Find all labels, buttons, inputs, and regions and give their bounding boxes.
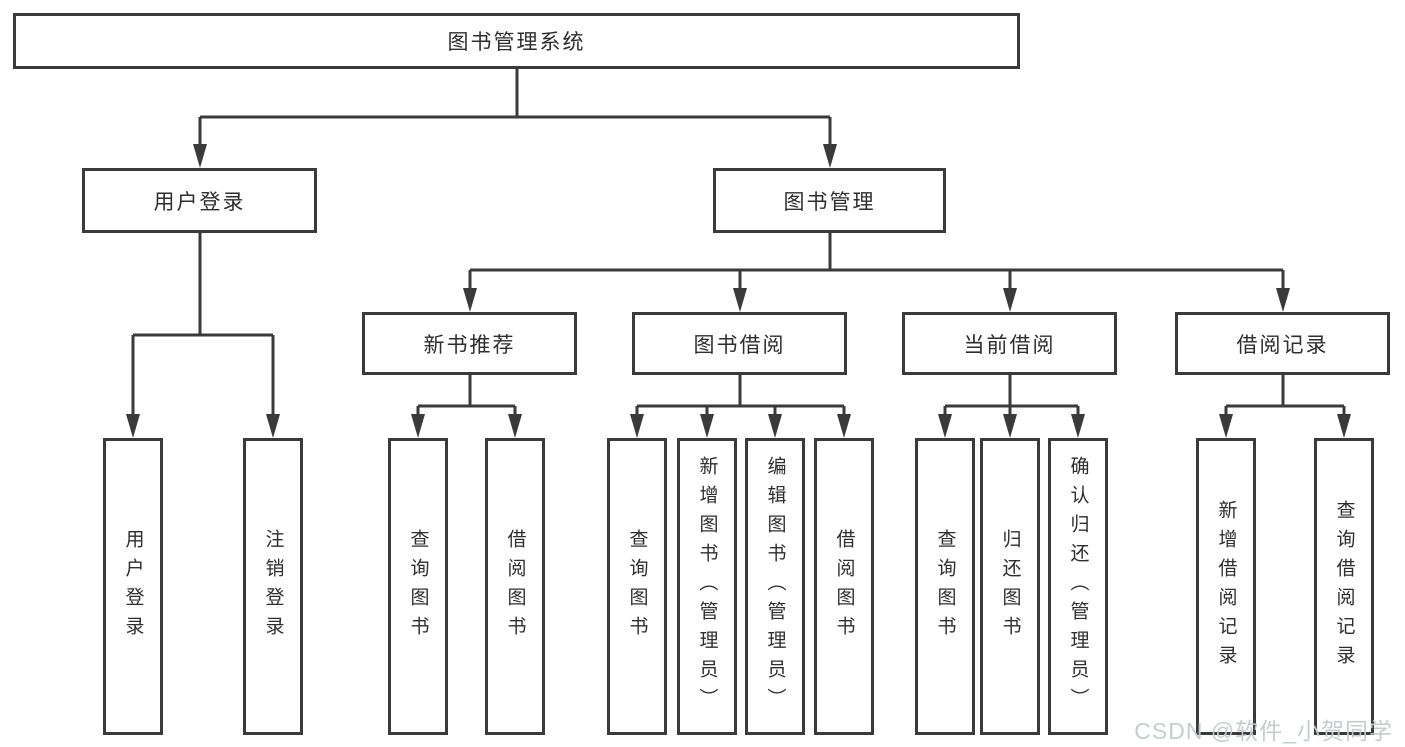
leaf-logout: 注销登录 bbox=[243, 438, 303, 735]
leaf-return-books: 归还图书 bbox=[980, 438, 1040, 735]
node-label: 图书管理系统 bbox=[447, 31, 586, 54]
leaf-borrow-books: 借阅图书 bbox=[814, 438, 874, 735]
node-book-borrowing: 图书借阅 bbox=[632, 312, 847, 375]
leaf-query-books-current: 查询图书 bbox=[915, 438, 975, 735]
node-label: 新书推荐 bbox=[423, 333, 516, 357]
leaf-label: 编辑图书（管理员） bbox=[764, 456, 786, 717]
node-label: 图书借阅 bbox=[693, 333, 786, 357]
leaf-confirm-return-admin: 确认归还（管理员） bbox=[1048, 438, 1108, 735]
leaf-label: 归还图书 bbox=[999, 528, 1021, 645]
leaf-label: 借阅图书 bbox=[833, 528, 855, 645]
leaf-label: 新增借阅记录 bbox=[1215, 499, 1237, 674]
leaf-add-borrow-record: 新增借阅记录 bbox=[1196, 438, 1256, 735]
leaf-edit-books-admin: 编辑图书（管理员） bbox=[745, 438, 805, 735]
csdn-watermark: CSDN @软件_小贺同学 bbox=[1134, 718, 1393, 744]
arrowheads bbox=[126, 144, 1351, 438]
leaf-label: 借阅图书 bbox=[504, 528, 526, 645]
node-borrowing-records: 借阅记录 bbox=[1175, 312, 1390, 375]
node-user-login: 用户登录 bbox=[82, 168, 317, 233]
connector-paths bbox=[131, 68, 1346, 416]
leaf-label: 注销登录 bbox=[262, 528, 284, 645]
leaf-user-login: 用户登录 bbox=[103, 438, 163, 735]
node-library-management-system: 图书管理系统 bbox=[13, 13, 1020, 69]
node-label: 图书管理 bbox=[783, 190, 876, 214]
leaf-label: 新增图书（管理员） bbox=[696, 456, 718, 717]
leaf-label: 查询图书 bbox=[407, 528, 429, 645]
node-label: 借阅记录 bbox=[1236, 333, 1329, 357]
node-new-book-recommendation: 新书推荐 bbox=[362, 312, 577, 375]
leaf-borrow-books-recommend: 借阅图书 bbox=[485, 438, 545, 735]
node-current-borrowing: 当前借阅 bbox=[902, 312, 1117, 375]
node-label: 用户登录 bbox=[153, 190, 246, 214]
leaf-query-books-recommend: 查询图书 bbox=[388, 438, 448, 735]
leaf-query-books-borrow: 查询图书 bbox=[607, 438, 667, 735]
leaf-label: 确认归还（管理员） bbox=[1067, 456, 1089, 717]
leaf-label: 查询图书 bbox=[934, 528, 956, 645]
leaf-label: 查询图书 bbox=[626, 528, 648, 645]
leaf-add-books-admin: 新增图书（管理员） bbox=[677, 438, 737, 735]
node-label: 当前借阅 bbox=[963, 333, 1056, 357]
leaf-label: 用户登录 bbox=[122, 528, 144, 645]
leaf-label: 查询借阅记录 bbox=[1333, 499, 1355, 674]
leaf-query-borrow-record: 查询借阅记录 bbox=[1314, 438, 1374, 735]
node-book-management: 图书管理 bbox=[713, 168, 946, 233]
